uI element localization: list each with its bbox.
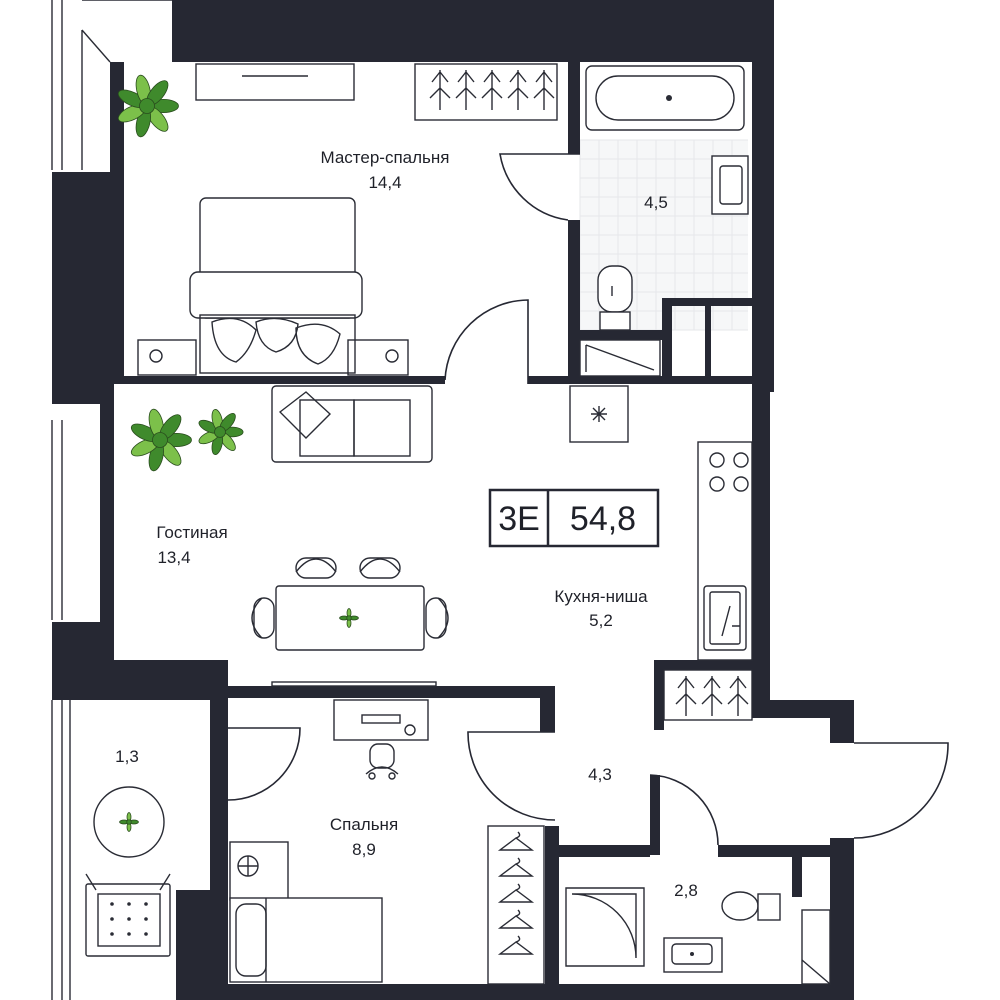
living-room-furniture (251, 385, 449, 687)
bathroom-area: 4,5 (644, 193, 668, 212)
bedroom-name: Спальня (330, 815, 398, 834)
hanger-icon (497, 857, 535, 877)
balcony-furniture (85, 786, 171, 957)
walls (52, 0, 854, 1000)
hanger-icon (497, 831, 535, 851)
wc-area: 2,8 (674, 881, 698, 900)
hanger-icon (507, 70, 529, 110)
room-labels: Мастер-спальня 14,4 4,5 Гостиная 13,4 Ку… (115, 148, 698, 900)
chair-icon (359, 557, 401, 579)
plant-master (117, 74, 179, 138)
hanger-icon (455, 70, 477, 110)
balcony-frame (51, 0, 172, 1000)
hanger-icon (675, 676, 697, 716)
bedroom-area: 8,9 (352, 840, 376, 859)
bathroom-furniture (579, 65, 749, 377)
chair-icon (251, 597, 275, 639)
plant-living-2 (198, 409, 244, 455)
living-room-area: 13,4 (157, 548, 190, 567)
plant-balcony (119, 812, 139, 832)
plant-living-1 (130, 408, 192, 472)
kitchen-furniture (569, 385, 753, 661)
master-bedroom-area: 14,4 (368, 173, 401, 192)
apartment-total-area: 54,8 (570, 500, 636, 538)
hanger-icon (533, 70, 555, 110)
hanger-icon (429, 70, 451, 110)
chair-icon (425, 597, 449, 639)
apartment-badge: 3E 54,8 (488, 488, 660, 548)
hall-area: 4,3 (588, 765, 612, 784)
living-room-name: Гостиная (156, 523, 227, 542)
bedroom-furniture (229, 699, 545, 985)
chair-icon (295, 557, 337, 579)
hanger-icon (481, 70, 503, 110)
balcony-area: 1,3 (115, 747, 139, 766)
hanger-icon (701, 676, 723, 716)
hall-wardrobe (663, 669, 753, 721)
plant-table (339, 608, 359, 628)
master-bedroom-name: Мастер-спальня (320, 148, 449, 167)
hanger-icon (497, 909, 535, 929)
kitchen-area: 5,2 (589, 611, 613, 630)
wc-furniture (565, 887, 831, 985)
hanger-icon (497, 883, 535, 903)
hanger-icon (727, 676, 749, 716)
apartment-type: 3E (498, 500, 540, 538)
doors (227, 153, 949, 846)
hanger-icon (497, 935, 535, 955)
master-bedroom-furniture (137, 63, 558, 376)
kitchen-name: Кухня-ниша (554, 587, 648, 606)
